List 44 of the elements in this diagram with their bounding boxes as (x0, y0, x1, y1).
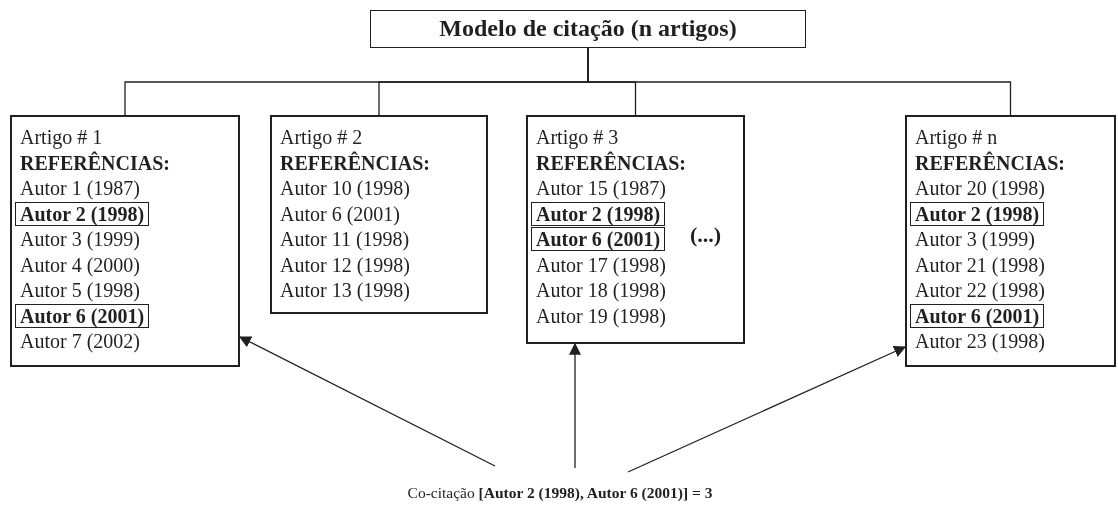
ellipsis-label: (...) (690, 222, 722, 248)
connector-line (587, 47, 1012, 116)
reference-entry: Autor 23 (1998) (915, 330, 1045, 352)
reference-entry: Autor 4 (2000) (20, 253, 140, 276)
article-box (905, 115, 1116, 367)
article-box (270, 115, 488, 314)
reference-entry: Autor 21 (1998) (915, 253, 1045, 276)
highlighted-reference: Autor 6 (2001) (531, 227, 666, 251)
title-box: Modelo de citação (n artigos) (370, 10, 806, 48)
article-heading: Artigo # 2 (280, 126, 363, 148)
highlighted-reference: Autor 6 (2001) (15, 303, 150, 328)
reference-entry: Autor 17 (1998) (536, 253, 666, 276)
arrow (238, 336, 496, 467)
article-heading: Artigo # n (915, 126, 998, 148)
article-box (10, 115, 240, 367)
arrow (627, 345, 907, 473)
article-heading: Artigo # 1 (20, 126, 103, 148)
reference-entry: Autor 3 (1999) (20, 228, 140, 250)
reference-entry: Autor 6 (2001) (280, 202, 400, 225)
references-heading: REFERÊNCIAS: (915, 151, 1066, 174)
reference-entry: Autor 18 (1998) (536, 279, 666, 301)
arrow (569, 342, 581, 469)
highlighted-reference: Autor 2 (1998) (531, 201, 666, 226)
reference-entry: Autor 3 (1999) (915, 228, 1035, 250)
reference-entry: Autor 11 (1998) (280, 228, 410, 250)
reference-entry: Autor 12 (1998) (280, 253, 410, 276)
references-heading: REFERÊNCIAS: (280, 151, 431, 174)
highlighted-reference: Autor 2 (1998) (910, 201, 1045, 226)
reference-entry: Autor 5 (1998) (20, 279, 140, 301)
reference-entry: Autor 1 (1987) (20, 177, 140, 199)
reference-entry: Autor 15 (1987) (536, 177, 666, 199)
reference-entry: Autor 7 (2002) (20, 330, 140, 352)
references-heading: REFERÊNCIAS: (536, 151, 687, 174)
reference-entry: Autor 10 (1998) (280, 177, 410, 199)
co-citation-text: Co-citação [Autor 2 (1998), Autor 6 (2001)] = 3 (300, 484, 820, 506)
references-heading: REFERÊNCIAS: (20, 151, 171, 174)
reference-entry: Autor 19 (1998) (536, 304, 666, 327)
article-box (526, 115, 745, 344)
reference-entry: Autor 22 (1998) (915, 279, 1045, 301)
highlighted-reference: Autor 2 (1998) (15, 201, 150, 226)
highlighted-reference: Autor 6 (2001) (910, 303, 1045, 328)
article-heading: Artigo # 3 (536, 126, 619, 148)
reference-entry: Autor 20 (1998) (915, 177, 1045, 199)
reference-entry: Autor 13 (1998) (280, 279, 410, 301)
